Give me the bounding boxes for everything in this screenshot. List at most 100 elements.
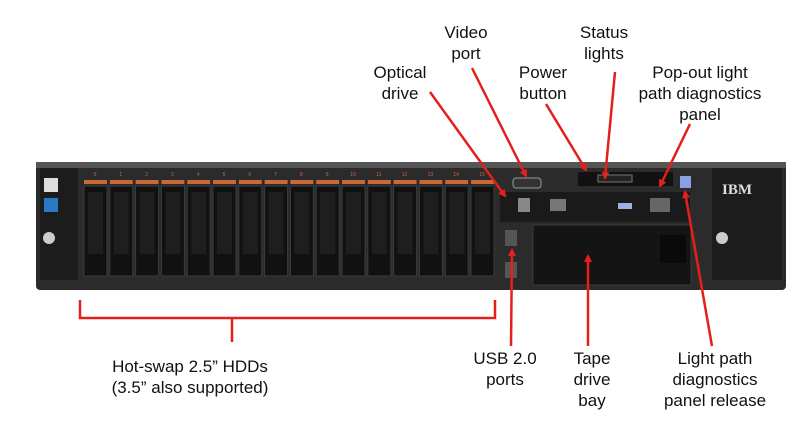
drive-bay-tab [187,180,211,184]
drive-grille [268,192,284,254]
drive-grille [139,192,155,254]
drive-bay-number: 1 [119,172,122,178]
drive-bay-tab [84,180,107,184]
drive-bay-number: 6 [248,172,251,178]
drive-grille [371,192,387,254]
drive-logo [650,198,670,212]
drive-bay-tab [419,180,443,184]
right-rack-ear [712,168,782,280]
dvd-logo [518,198,530,212]
drive-bay[interactable]: 3 [160,172,185,277]
drive-bay[interactable]: 6 [238,172,263,277]
drive-bay-tab [393,180,417,184]
drive-bay-number: 0 [94,172,97,178]
right-thumbscrew-icon [716,232,728,244]
drive-bay-number: 7 [274,172,277,178]
drive-bay[interactable]: 2 [135,172,160,277]
drive-led [618,203,632,209]
drive-bay-tab [135,180,159,184]
drive-bay-tab [445,180,469,184]
video-port-arrow [470,67,528,178]
drive-bay-tab [471,180,494,184]
drive-grille [294,192,310,254]
drive-bay-number: 13 [428,172,434,178]
drive-bay-number: 2 [145,172,148,178]
label-power-button: Power button [518,63,568,103]
drive-bay[interactable]: 0 [83,172,108,277]
drive-bay-number: 5 [223,172,226,178]
drive-bay-number: 4 [197,172,200,178]
drive-grille [88,192,103,254]
drive-bay-tab [109,180,133,184]
usb-ports-arrow [507,248,516,347]
drive-grille [449,192,465,254]
label-video-port: Video port [444,23,488,63]
drive-bay-tab [316,180,340,184]
drive-grille [475,192,490,254]
callout-arrows [78,67,714,347]
drive-bay-number: 3 [171,172,174,178]
drive-grille [397,192,413,254]
power-button-arrow [544,103,588,172]
label-usb-ports: USB 2.0 ports [473,349,537,389]
drive-grille [423,192,439,254]
left-thumbscrew-icon [43,232,55,244]
drive-bay[interactable]: 11 [367,172,392,277]
tape-bay-handle [660,235,686,263]
drive-bay-number: 14 [453,172,459,178]
panel-release-arrow [682,190,714,347]
product-badge [44,178,58,192]
drive-bay[interactable]: 7 [264,172,289,277]
drive-bay-number: 10 [350,172,356,178]
label-hdds: Hot-swap 2.5” HDDs (3.5” also supported) [111,357,269,397]
drive-bay[interactable]: 10 [341,172,366,277]
label-panel-release: Light path diagnostics panel release [663,349,767,410]
drive-bay[interactable]: 9 [315,172,340,277]
drive-bay-tab [161,180,185,184]
drive-bay-tab [238,180,262,184]
drive-bay-tab [290,180,314,184]
label-tape-bay: Tape drive bay [573,349,611,410]
drive-bay[interactable]: 4 [186,172,211,277]
panel-release-button[interactable] [680,176,691,188]
drive-bay[interactable]: 1 [109,172,134,277]
popout-panel-arrow [658,123,692,188]
drive-grille [191,192,207,254]
drive-bay-number: 11 [376,172,381,178]
status-lights [597,174,633,183]
optical-drive-arrow [428,91,507,198]
drive-bay-tab [367,180,391,184]
drive-grille [346,192,361,254]
intel-logo-icon [44,198,58,212]
drive-bay-number: 8 [300,172,303,178]
drive-bay[interactable]: 13 [418,172,443,277]
drive-bay[interactable]: 5 [212,172,237,277]
drive-grille [165,192,181,254]
brand-logo: IBM [722,182,752,198]
drive-bay[interactable]: 14 [444,172,469,277]
drive-bay-number: 9 [326,172,329,178]
drive-bay-number: 15 [479,172,485,178]
hdd-bracket [78,300,497,342]
label-popout-panel: Pop-out light path diagnostics panel [638,63,762,124]
drive-bay[interactable]: 12 [393,172,418,277]
drive-grille [320,192,336,254]
drive-grille [113,192,129,254]
drive-bay-number: 12 [402,172,408,178]
usb-port-1[interactable] [505,230,517,246]
drive-grille [217,192,232,254]
drive-bay-tab [213,180,236,184]
label-status-lights: Status lights [579,23,629,63]
drive-grille [242,192,258,254]
drive-bay[interactable]: 8 [289,172,314,277]
drive-bay-tab [264,180,288,184]
video-port [512,177,542,189]
drive-bay-tab [342,180,365,184]
drive-bay[interactable]: 15 [470,172,495,277]
eject-button [550,199,566,211]
label-optical-drive: Optical drive [373,63,427,103]
